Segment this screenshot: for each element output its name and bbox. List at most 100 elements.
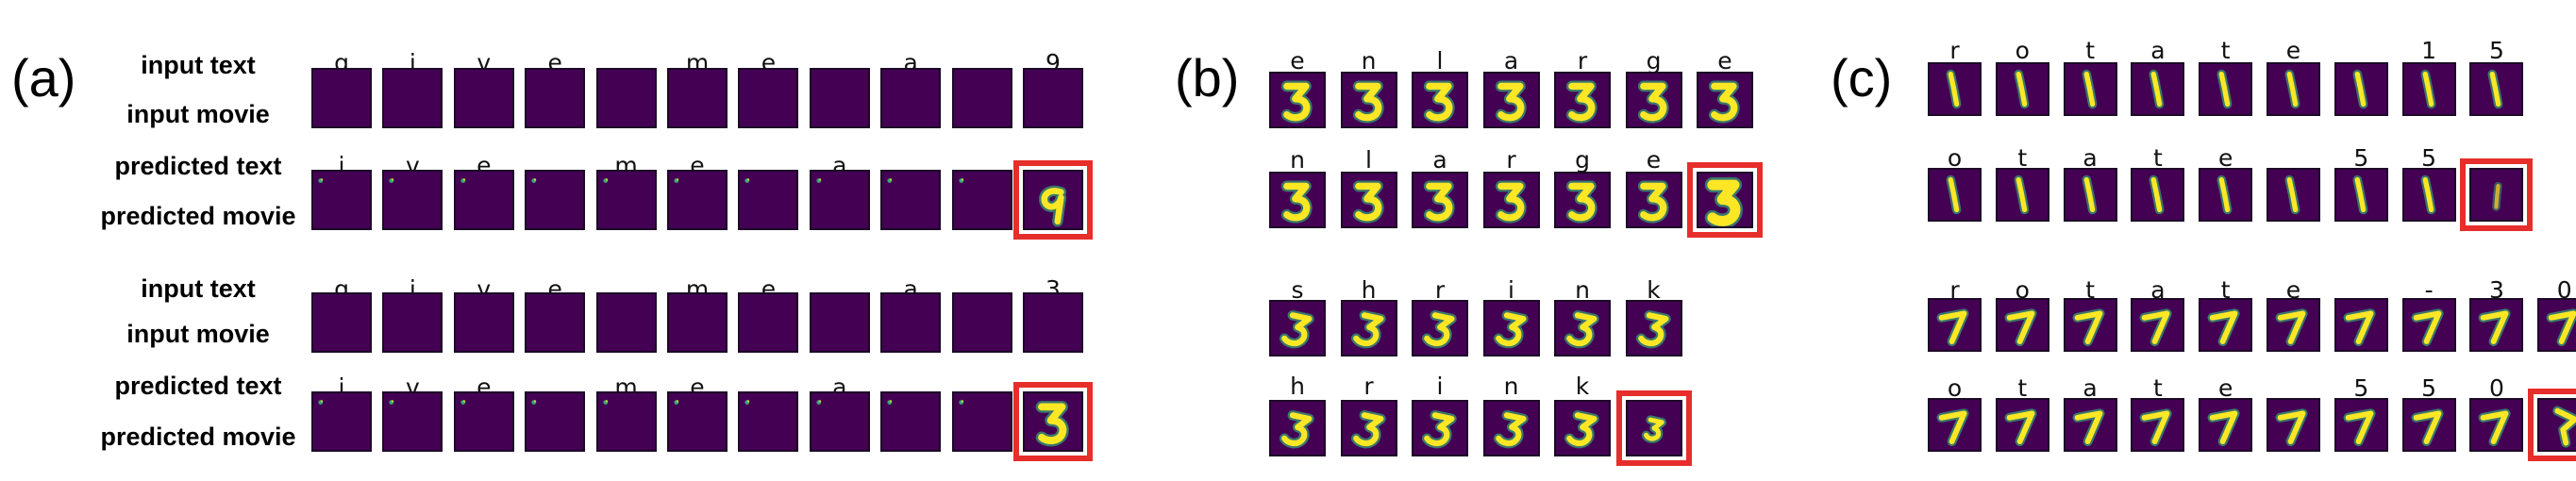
text-char: o (2015, 276, 2030, 304)
digit-3-frame (1269, 400, 1326, 456)
text-char: 0 (2488, 374, 2504, 402)
digit-3-frame (1482, 72, 1540, 128)
text-char: 1 (2421, 37, 2437, 64)
blank-frame (809, 68, 870, 128)
text-char: a (2150, 276, 2166, 304)
digit-3-frame (1340, 300, 1397, 357)
text-char: e (1290, 47, 1305, 75)
digit-1-frame (2401, 62, 2456, 116)
digit-1-frame (2469, 168, 2524, 222)
digit-3-frame (1482, 400, 1540, 456)
text-char: i (1508, 276, 1514, 304)
digit-1-frame (2199, 62, 2253, 116)
digit-3-frame (1625, 300, 1682, 357)
text-char: o (1947, 374, 1963, 402)
text-char: r (1949, 37, 1960, 64)
digit-1-frame (2333, 168, 2388, 222)
panel-letter-a: (a) (11, 48, 76, 108)
text-char: h (1290, 373, 1305, 400)
text-char: 5 (2488, 37, 2504, 64)
text-char: t (2152, 374, 2163, 402)
noise-frame (951, 170, 1012, 230)
row-label-predicted-text: predicted text (114, 372, 282, 400)
digit-7-frame (2333, 398, 2388, 452)
digit-1-frame (2063, 168, 2117, 222)
digit-1-frame (2063, 62, 2117, 116)
digit-3-frame (1625, 72, 1682, 128)
digit-3-frame (1554, 400, 1611, 456)
text-char: e (1646, 146, 1662, 174)
text-char: a (2150, 37, 2166, 64)
text-char: a (1503, 47, 1519, 75)
digit-7-frame (1928, 298, 1982, 352)
digit-7-frame (2469, 298, 2524, 352)
text-char: 3 (2488, 276, 2504, 304)
digit-3-frame (1269, 72, 1326, 128)
noise-frame (453, 391, 514, 452)
noise-frame (738, 170, 799, 230)
text-char: r (1949, 276, 1960, 304)
digit-7-frame (2131, 298, 2185, 352)
digit-1-frame (2267, 62, 2320, 116)
digit-3-frame (1625, 400, 1682, 456)
text-char: e (2285, 276, 2301, 304)
noise-frame (525, 391, 586, 452)
text-char: 5 (2421, 374, 2437, 402)
text-char: a (2083, 374, 2098, 402)
row-label-input-text: input text (141, 274, 256, 303)
noise-frame (595, 391, 657, 452)
blank-frame (880, 292, 942, 353)
row-label-predicted-text: predicted text (114, 152, 282, 180)
noise-frame (525, 170, 586, 230)
digit-3-frame (1412, 72, 1468, 128)
text-char: r (1506, 146, 1516, 174)
noise-frame (667, 391, 728, 452)
blank-frame (525, 292, 586, 353)
text-char: n (1361, 47, 1377, 75)
text-char: k (1647, 276, 1661, 304)
blank-frame (453, 292, 514, 353)
digit-3-frame (1269, 172, 1326, 228)
text-char: o (2015, 37, 2030, 64)
text-char: r (1577, 47, 1588, 75)
panel-letter-b: (b) (1175, 48, 1240, 108)
digit-7-frame (2537, 298, 2576, 352)
noise-frame (667, 170, 728, 230)
noise-frame (880, 170, 942, 230)
noise-frame (595, 170, 657, 230)
text-char: r (1363, 373, 1374, 400)
text-char: o (1947, 144, 1963, 172)
text-char: 5 (2353, 144, 2369, 172)
digit-7-frame (2537, 398, 2576, 452)
highlight-box (2528, 389, 2576, 461)
text-char: s (1291, 276, 1304, 304)
text-char: t (2152, 144, 2163, 172)
row-label-input-movie: input movie (126, 100, 270, 128)
text-char: i (409, 275, 416, 303)
text-char: e (2285, 37, 2301, 64)
blank-frame (951, 292, 1012, 353)
blank-frame (1023, 292, 1083, 353)
digit-1-frame (1928, 62, 1982, 116)
noise-frame (951, 391, 1012, 452)
text-char: g (1575, 146, 1590, 174)
text-char: - (2424, 276, 2434, 304)
digit-1-frame (1928, 168, 1982, 222)
text-char: t (2220, 276, 2231, 304)
digit-1-frame (1995, 168, 2049, 222)
digit-3-frame (1482, 300, 1540, 357)
row-label-predicted-movie: predicted movie (100, 423, 296, 451)
text-char: i (1436, 373, 1444, 400)
text-char: t (2017, 374, 2028, 402)
digit-7-frame (2401, 298, 2456, 352)
highlight-box (1687, 162, 1763, 238)
blank-frame (311, 292, 372, 353)
text-char: i (338, 152, 345, 179)
text-char: l (1365, 146, 1372, 174)
text-char: 0 (2556, 276, 2572, 304)
digit-3-frame (1697, 72, 1753, 128)
blank-frame (525, 68, 586, 128)
digit-1-frame (2401, 168, 2456, 222)
digit-7-frame (1995, 298, 2049, 352)
